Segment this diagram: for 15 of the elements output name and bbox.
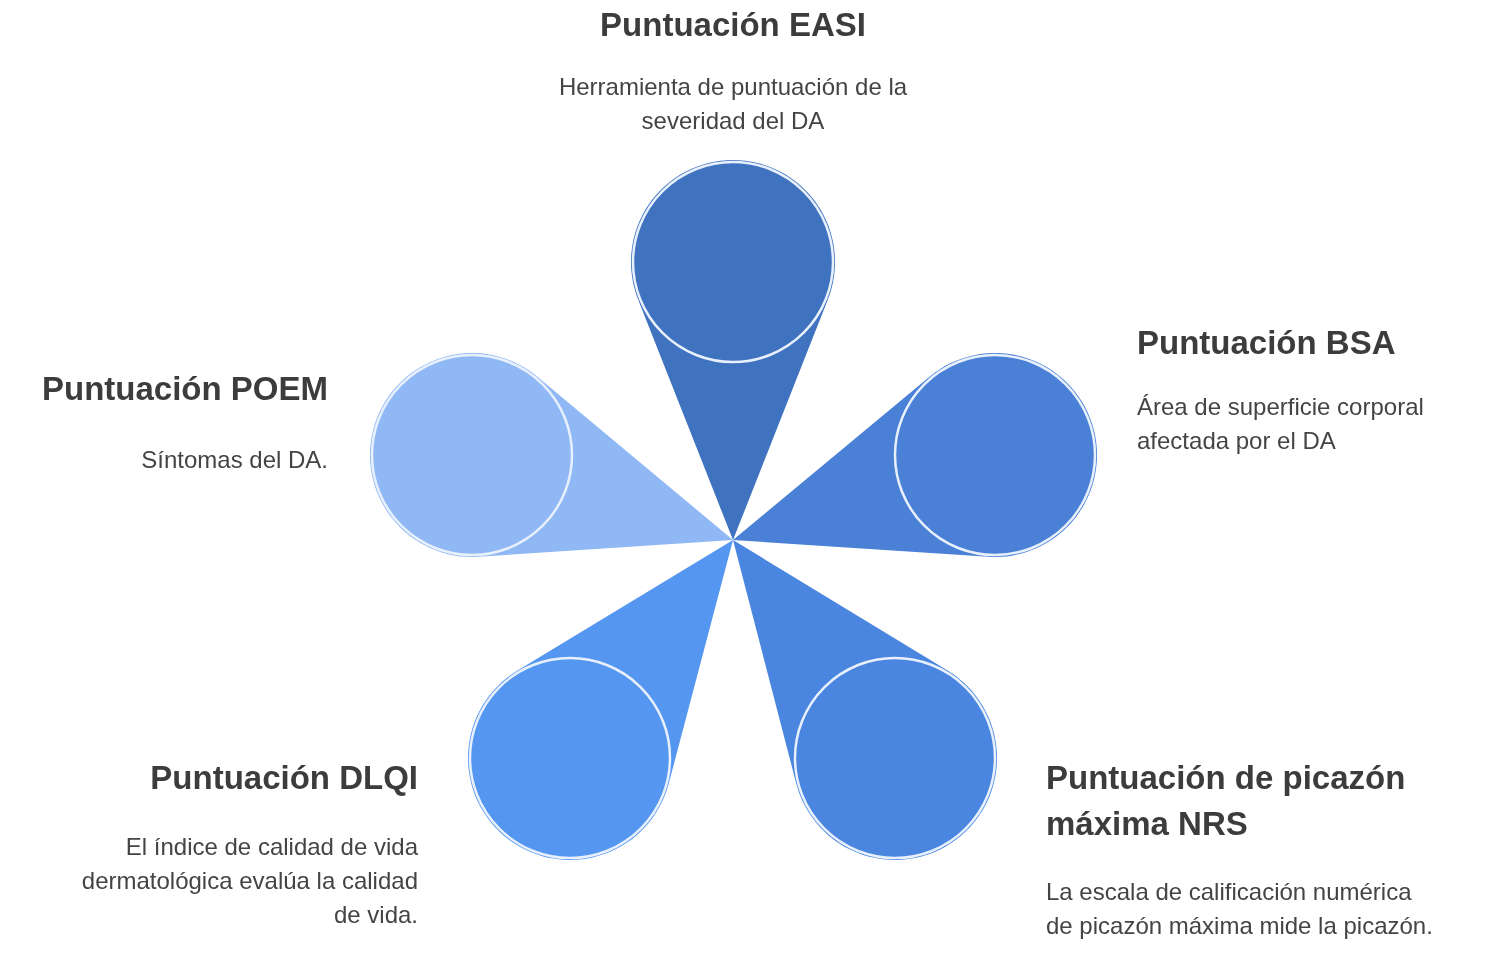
petal-shape [370,353,733,557]
description-text: Área de superficie corporal afectada por el DA [1137,392,1425,456]
heading-text: Puntuación EASI [599,5,867,45]
heading-text: Puntuación DLQI [149,758,418,798]
petal-shape [733,540,997,860]
heading-text: Puntuación de picazón máxima NRS [1046,758,1407,844]
heading-text: Puntuación BSA [1137,323,1397,363]
petal-shape [631,160,835,540]
petal-shape [733,353,1097,557]
description-text: Síntomas del DA. [140,445,328,475]
petal-shape [468,540,733,860]
heading-text: Puntuación POEM [41,369,328,409]
description-text: La escala de calificación numérica de picazón máxima mide la picazón. [1046,877,1434,941]
description-text: El índice de calidad de vida dermatológica evalúa la calidad de vida. [80,832,418,930]
description-text: Herramienta de puntuación de la severidad del DA [557,72,909,136]
